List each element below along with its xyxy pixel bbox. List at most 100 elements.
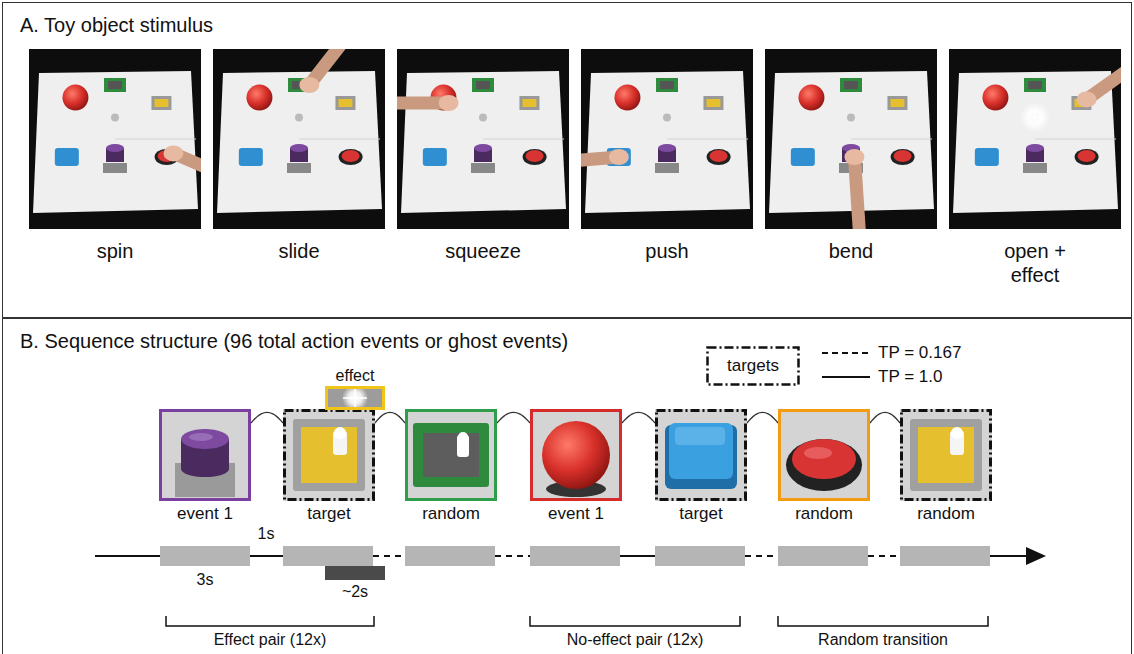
label-slot: Effect pair (12x): [212, 630, 329, 650]
actor-hand: [163, 145, 183, 161]
photo-illustration: [29, 49, 201, 229]
legend-text: targets: [706, 346, 800, 386]
icon-switch-plate: [918, 427, 974, 483]
toy-green-switch: [104, 78, 126, 92]
timing-label: ~2s: [340, 582, 370, 602]
timing-label: Effect pair (12x): [212, 630, 329, 650]
board-seam: [1035, 139, 1116, 140]
toy-cylinder-top: [1026, 144, 1044, 152]
toy-blue-button: [423, 148, 447, 166]
transition-curve: [497, 412, 530, 423]
stimulus-photo: squeeze: [397, 49, 569, 263]
transition-curve: [251, 412, 283, 423]
timeline-dashed: [868, 555, 900, 557]
toy-blue-button: [55, 148, 79, 166]
event-label: random: [778, 504, 870, 524]
icon-toggle-knob: [458, 432, 468, 442]
timeline-solid: [95, 555, 160, 557]
toy-red-button-ring: [523, 149, 547, 165]
toy-green-switch-inner: [1028, 81, 1042, 89]
event-icon: [325, 386, 385, 410]
toy-red-button: [342, 150, 360, 162]
sequence-event: event 1: [530, 409, 622, 524]
toy-yellow-switch: [519, 96, 539, 110]
icon-background: [405, 409, 497, 501]
event-period: [778, 546, 868, 566]
icon-border: [161, 411, 250, 500]
toy-plinth: [287, 163, 311, 173]
toy-red-button: [710, 150, 728, 162]
toy-cylinder-top: [658, 144, 676, 152]
timing-label: Random transition: [816, 630, 950, 650]
action-label: squeeze: [397, 239, 569, 263]
icon-button-ring: [786, 439, 862, 491]
event-period: [405, 546, 495, 566]
icon-button-top: [669, 423, 733, 479]
toy-light: [479, 113, 487, 121]
transition-curve: [622, 412, 655, 423]
icon-border: [532, 411, 621, 500]
toy-red-button-ring: [339, 149, 363, 165]
icon-frame: [910, 419, 982, 491]
icon-highlight: [189, 433, 213, 441]
icon-background: [900, 409, 992, 501]
photo-background: [581, 49, 753, 229]
icon-highlight: [675, 427, 725, 445]
toy-plinth: [655, 163, 679, 173]
actor-hand: [299, 77, 319, 93]
icon-border: [327, 388, 384, 409]
toy-cylinder-top: [474, 144, 492, 152]
event-label: event 1: [530, 504, 622, 524]
toy-green-switch-inner: [476, 81, 490, 89]
sequence-event: target: [283, 409, 375, 524]
event-label: random: [900, 504, 992, 524]
icon-background: [655, 409, 747, 501]
icon-background: [325, 386, 385, 410]
toy-plinth: [471, 163, 495, 173]
sequence-event: effect: [325, 366, 385, 410]
label-slot: ~2s: [340, 582, 370, 602]
action-label: spin: [29, 239, 201, 263]
event-period: [283, 546, 373, 566]
photo-background: [213, 49, 385, 229]
toy-yellow-switch: [887, 96, 907, 110]
stimulus-photo: bend: [765, 49, 937, 263]
legend-item: TP = 1.0: [820, 366, 942, 388]
panel-title: A. Toy object stimulus: [20, 13, 213, 37]
icon-toggle-knob: [334, 427, 346, 439]
toy-red-button-ring: [707, 149, 731, 165]
timeline-solid: [620, 555, 655, 557]
icon-border: [285, 411, 374, 500]
board-seam: [851, 139, 932, 140]
pair-bracket: [778, 616, 988, 626]
pair-bracket: [530, 616, 740, 626]
timeline-arrowhead: [1026, 547, 1046, 565]
figure-panel: event 1targeteffectrandomevent 1targetra…: [2, 318, 1132, 654]
sequence-event: random: [405, 409, 497, 524]
timing-label: 3s: [195, 570, 216, 590]
event-label: target: [283, 504, 375, 524]
icon-border: [657, 411, 746, 500]
figure-panel: spinslidesqueezepushbendopen + effectA. …: [2, 2, 1132, 318]
stimulus-photo: slide: [213, 49, 385, 263]
event-icon: [778, 409, 870, 501]
action-label: push: [581, 239, 753, 263]
event-icon: [655, 409, 747, 501]
legend-item: targets: [706, 346, 800, 386]
event-period: [900, 546, 990, 566]
toy-red-button: [894, 150, 912, 162]
action-label: slide: [213, 239, 385, 263]
board-seam: [667, 139, 748, 140]
icon-frame: [293, 419, 365, 491]
toy-yellow-switch: [151, 96, 171, 110]
light-flash: [1020, 102, 1050, 132]
toy-green-switch: [656, 78, 678, 92]
toy-yellow-switch-inner: [522, 99, 536, 107]
toy-ball: [62, 85, 88, 111]
timeline-solid: [250, 555, 283, 557]
timing-label: 1s: [256, 524, 277, 544]
toy-yellow-switch-inner: [890, 99, 904, 107]
photo-illustration: [397, 49, 569, 229]
toy-plinth: [1023, 163, 1047, 173]
